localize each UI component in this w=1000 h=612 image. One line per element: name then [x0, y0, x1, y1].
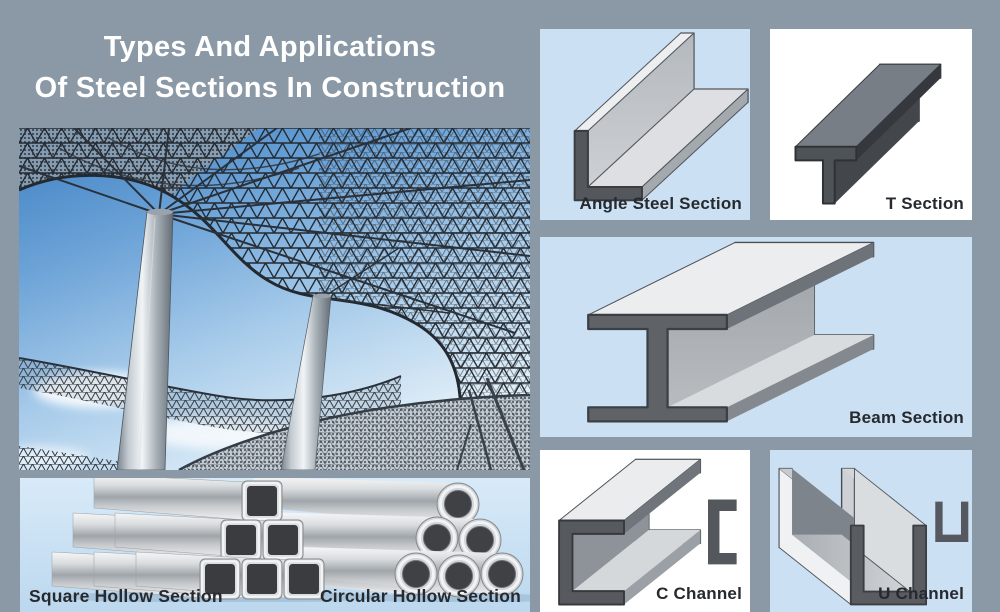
page-title-line1: Types And Applications	[103, 31, 437, 63]
c-channel-cross-section-glyph	[708, 499, 737, 565]
panel-angle-steel-section: Angle Steel Section	[540, 29, 750, 220]
angle-section-illustration	[573, 32, 749, 202]
steel-column-secondary	[280, 247, 450, 470]
steel-canopy-photo-illustration	[19, 128, 530, 470]
angle-section-label: Angle Steel Section	[579, 194, 742, 213]
panel-c-channel: C Channel	[540, 450, 750, 612]
t-section-illustration	[794, 63, 942, 205]
u-channel-illustration	[778, 467, 969, 606]
square-hollow-label: Square Hollow Section	[29, 586, 223, 606]
beam-section-illustration	[587, 241, 875, 423]
panel-u-channel: U Channel	[770, 450, 972, 612]
c-channel-label: C Channel	[656, 584, 742, 603]
panel-t-section: T Section	[770, 29, 972, 220]
panel-hollow-sections: Square Hollow Section Circular Hollow Se…	[20, 478, 530, 612]
square-hollow-tubes	[51, 478, 325, 600]
u-channel-cross-section-glyph	[935, 501, 969, 543]
page-title-line2: Of Steel Sections In Construction	[34, 72, 506, 104]
steel-column-main	[116, 208, 174, 470]
page-title: Types And Applications Of Steel Sections…	[0, 27, 540, 109]
c-channel-illustration	[558, 458, 737, 606]
construction-photo	[19, 128, 530, 470]
beam-section-label: Beam Section	[849, 408, 964, 427]
u-channel-label: U Channel	[878, 584, 964, 603]
hollow-sections-illustration	[51, 478, 530, 602]
circular-hollow-label: Circular Hollow Section	[319, 586, 521, 606]
panel-beam-section: Beam Section	[540, 237, 972, 437]
t-section-label: T Section	[885, 194, 964, 213]
